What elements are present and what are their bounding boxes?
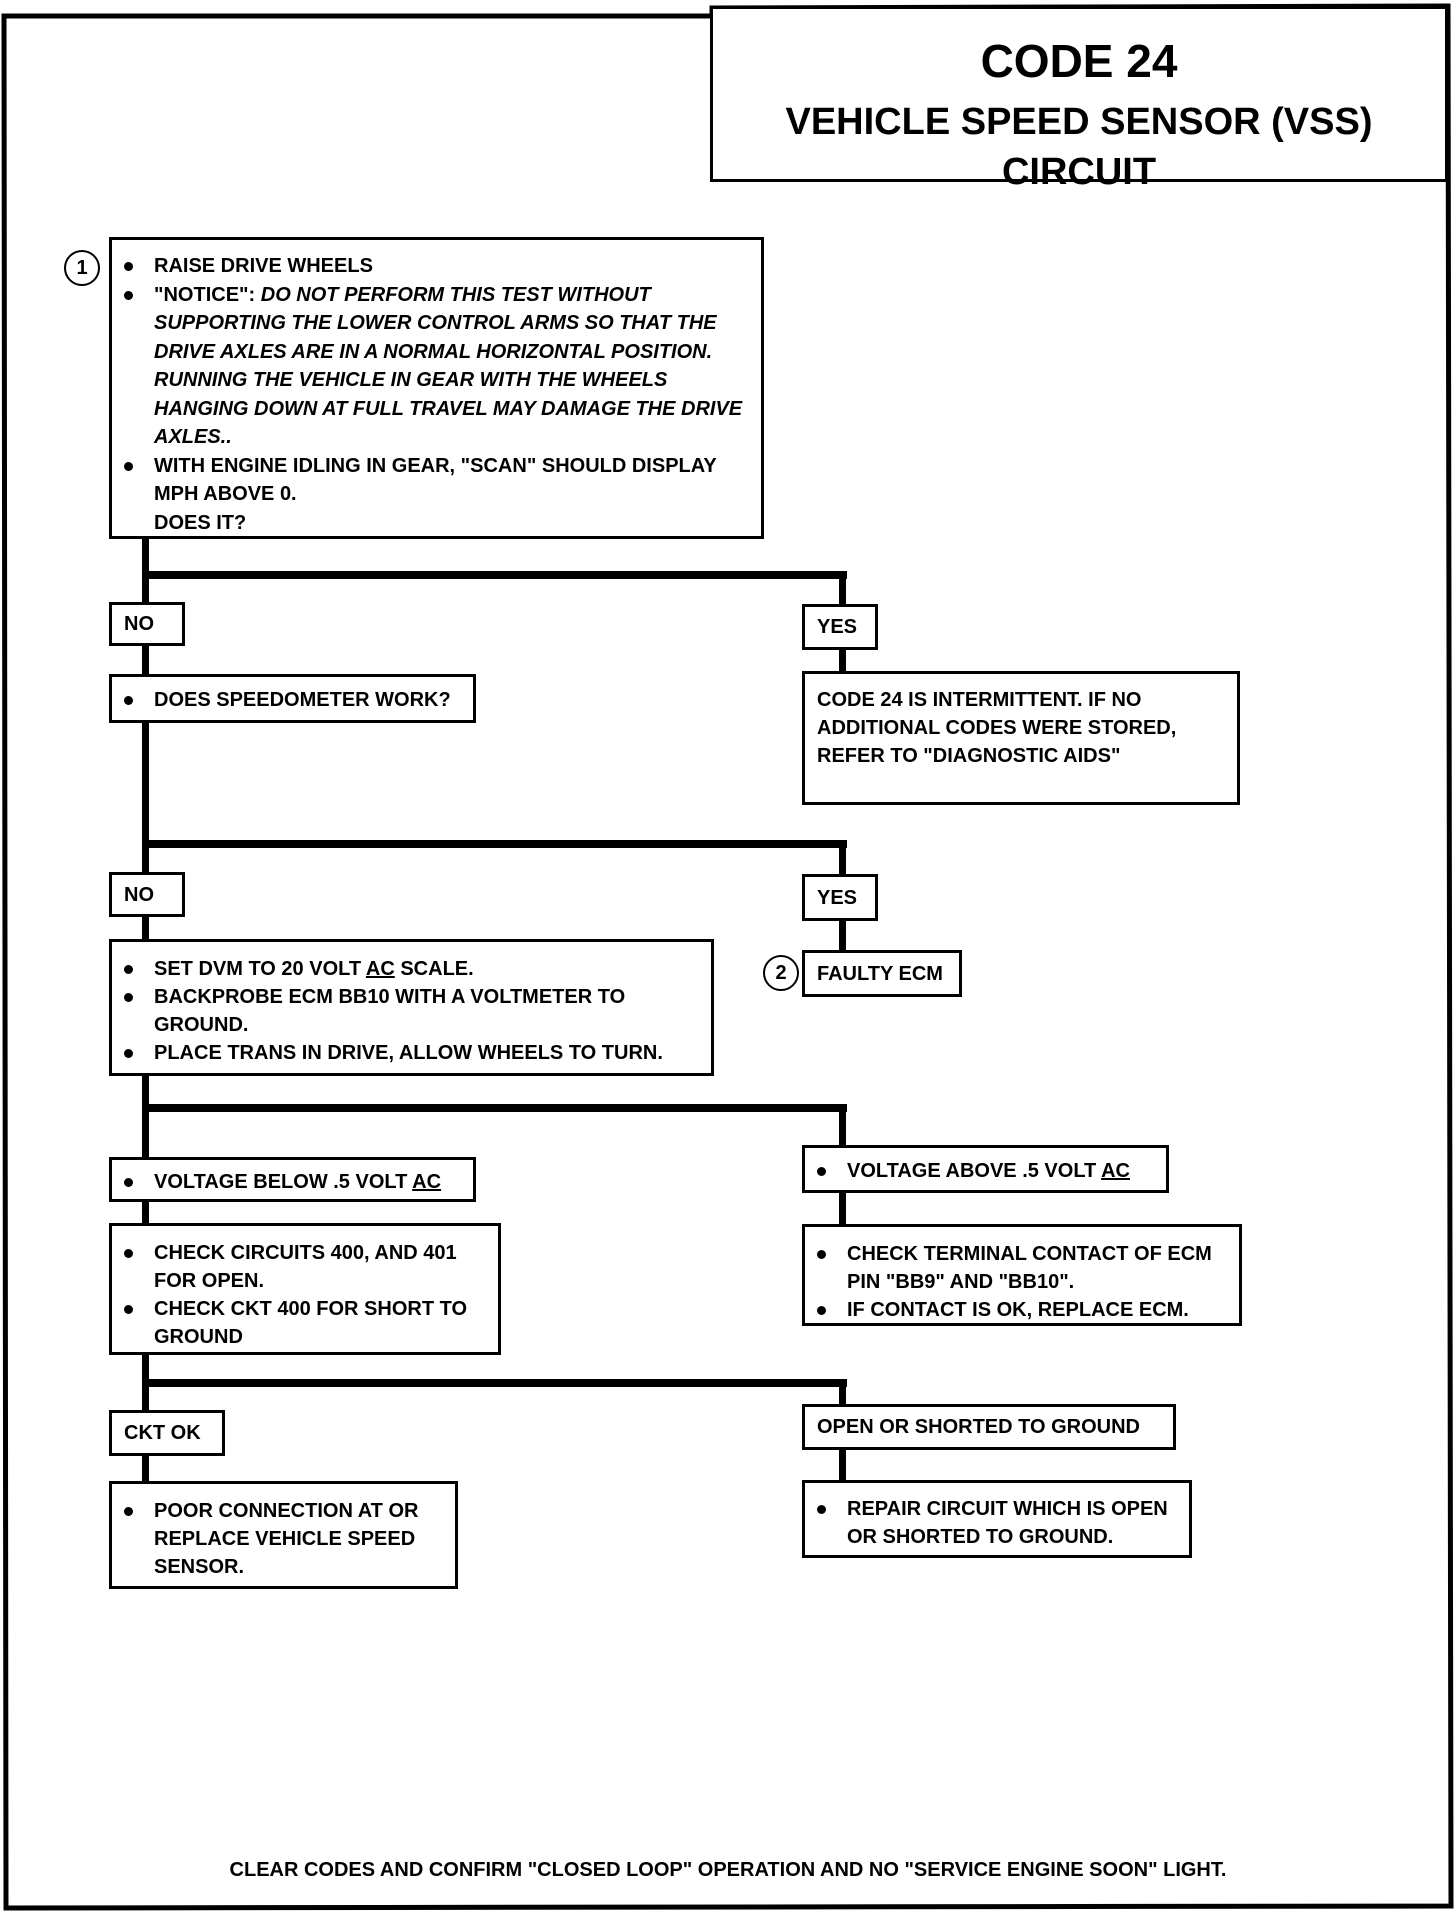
speedometer-question: DOES SPEEDOMETER WORK?: [112, 686, 473, 714]
open-or-shorted-label: OPEN OR SHORTED TO GROUND: [802, 1404, 1176, 1450]
notice-text: DO NOT PERFORM THIS TEST WITHOUT SUPPORT…: [154, 283, 743, 449]
scan-check: WITH ENGINE IDLING IN GEAR, "SCAN" SHOUL…: [112, 452, 753, 509]
step-1-box: RAISE DRIVE WHEELS "NOTICE": DO NOT PERF…: [109, 237, 764, 539]
voltage-below-box: VOLTAGE BELOW .5 VOLT AC: [109, 1157, 476, 1202]
intermittent-box: CODE 24 IS INTERMITTENT. IF NO ADDITIONA…: [802, 671, 1240, 805]
callout-2: 2: [763, 955, 799, 991]
notice-label: "NOTICE":: [154, 283, 256, 306]
yes-label-2: YES: [802, 874, 878, 921]
no-label-1: NO: [109, 602, 185, 646]
backprobe-step: BACKPROBE ECM BB10 WITH A VOLTMETER TO G…: [112, 983, 703, 1039]
no-label-2: NO: [109, 872, 185, 917]
replace-ecm-step: IF CONTACT IS OK, REPLACE ECM.: [805, 1296, 1231, 1324]
callout-1: 1: [64, 250, 100, 286]
voltage-above-box: VOLTAGE ABOVE .5 VOLT AC: [802, 1145, 1169, 1193]
yes-label-1: YES: [802, 604, 878, 650]
voltage-below-text: VOLTAGE BELOW .5 VOLT AC: [112, 1168, 473, 1196]
faulty-ecm-box: FAULTY ECM: [802, 950, 962, 997]
footer-instruction: CLEAR CODES AND CONFIRM "CLOSED LOOP" OP…: [229, 1859, 1227, 1881]
title-box: CODE 24 VEHICLE SPEED SENSOR (VSS) CIRCU…: [710, 6, 1448, 193]
poor-connection-box: POOR CONNECTION AT OR REPLACE VEHICLE SP…: [109, 1481, 458, 1589]
check-terminal-contact: CHECK TERMINAL CONTACT OF ECM PIN "BB9" …: [805, 1240, 1231, 1296]
notice-item: "NOTICE": DO NOT PERFORM THIS TEST WITHO…: [112, 281, 753, 452]
voltage-above-text: VOLTAGE ABOVE .5 VOLT AC: [805, 1157, 1166, 1185]
trans-drive-step: PLACE TRANS IN DRIVE, ALLOW WHEELS TO TU…: [112, 1039, 703, 1067]
repair-circuit-text: REPAIR CIRCUIT WHICH IS OPEN OR SHORTED …: [805, 1495, 1181, 1551]
dvm-box: SET DVM TO 20 VOLT AC SCALE. BACKPROBE E…: [109, 939, 714, 1076]
ckt-ok-label: CKT OK: [109, 1410, 225, 1456]
check-terminal-box: CHECK TERMINAL CONTACT OF ECM PIN "BB9" …: [802, 1224, 1242, 1326]
step-1-question: DOES IT?: [154, 511, 247, 534]
check-circuits-box: CHECK CIRCUITS 400, AND 401 FOR OPEN. CH…: [109, 1223, 501, 1355]
code-number: CODE 24: [980, 35, 1178, 87]
speedometer-box: DOES SPEEDOMETER WORK?: [109, 674, 476, 723]
raise-drive-wheels: RAISE DRIVE WHEELS: [112, 252, 753, 281]
page-title: VEHICLE SPEED SENSOR (VSS) CIRCUIT: [785, 101, 1373, 193]
poor-connection-text: POOR CONNECTION AT OR REPLACE VEHICLE SP…: [112, 1497, 447, 1581]
set-dvm-step: SET DVM TO 20 VOLT AC SCALE.: [112, 955, 703, 983]
repair-circuit-box: REPAIR CIRCUIT WHICH IS OPEN OR SHORTED …: [802, 1480, 1192, 1558]
check-circuits-open: CHECK CIRCUITS 400, AND 401 FOR OPEN.: [112, 1239, 490, 1295]
check-ckt-short: CHECK CKT 400 FOR SHORT TO GROUND: [112, 1295, 490, 1351]
